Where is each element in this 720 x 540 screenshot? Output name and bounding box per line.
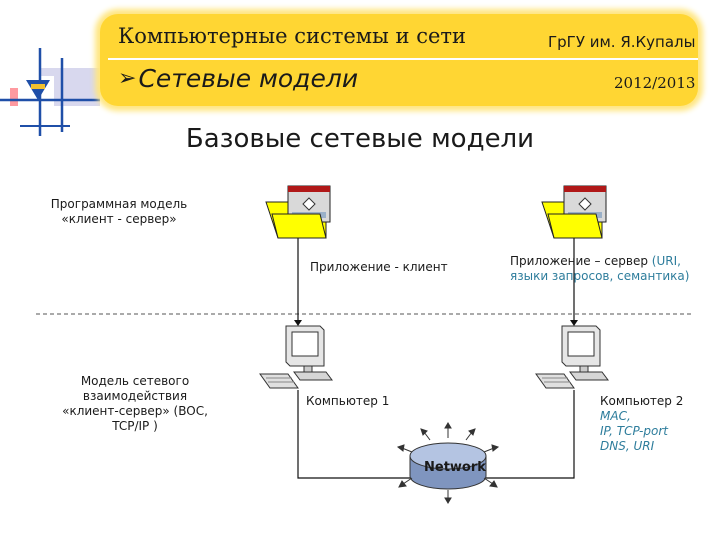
computer1-network-line xyxy=(297,390,412,479)
header-divider xyxy=(108,58,698,60)
computer2-detail-ip: IP, TCP-port xyxy=(600,424,668,438)
academic-year: 2012/2013 xyxy=(614,74,696,92)
app-server-line1: Приложение – сервер (URI, xyxy=(510,254,689,269)
university-logo-icon xyxy=(0,48,110,148)
computer1-icon xyxy=(258,322,334,396)
server-folder-window-icon xyxy=(540,184,612,244)
computer1-label: Компьютер 1 xyxy=(306,394,390,408)
app-server-line1-suffix: (URI, xyxy=(651,254,681,268)
university-name: ГрГУ им. Я.Купалы xyxy=(548,33,696,51)
computer2-icon xyxy=(534,322,610,396)
network-label: Network xyxy=(424,460,486,475)
network-model-line4: TCP/IP ) xyxy=(112,419,158,433)
course-title: Компьютерные системы и сети xyxy=(118,24,467,48)
section-title: Сетевые модели xyxy=(138,64,359,93)
network-model-line3: «клиент-сервер» (BOC, xyxy=(62,404,208,418)
arrow-bullet-icon: ➢ xyxy=(118,65,137,91)
app-server-line2: языки запросов, семантика) xyxy=(510,269,690,283)
app-server-line1-prefix: Приложение – сервер xyxy=(510,254,652,268)
computer2-label: Компьютер 2 MAC, IP, TCP-port DNS, URI xyxy=(600,394,683,454)
network-model-line1: Модель сетевого xyxy=(80,374,190,388)
header-banner xyxy=(100,14,698,106)
client-folder-window-icon xyxy=(264,184,336,244)
slide-title: Базовые сетевые модели xyxy=(185,124,535,154)
computer2-network-line xyxy=(486,390,575,479)
network-disk-icon xyxy=(396,422,500,504)
app-server-label: Приложение – сервер (URI, языки запросов… xyxy=(510,254,689,284)
computer2-title: Компьютер 2 xyxy=(600,394,684,408)
program-model-label: Программная модель «клиент - сервер» xyxy=(44,197,194,227)
app-client-label: Приложение - клиент xyxy=(310,260,448,274)
computer2-detail-mac: MAC, xyxy=(600,409,631,423)
program-model-line1: Программная модель xyxy=(50,197,188,211)
program-model-line2: «клиент - сервер» xyxy=(61,212,177,226)
network-model-label: Модель сетевого взаимодействия «клиент-с… xyxy=(50,374,220,434)
section-heading: ➢ Сетевые модели xyxy=(118,64,358,93)
computer2-detail-dns: DNS, URI xyxy=(600,439,655,453)
network-model-line2: взаимодействия xyxy=(82,389,188,403)
